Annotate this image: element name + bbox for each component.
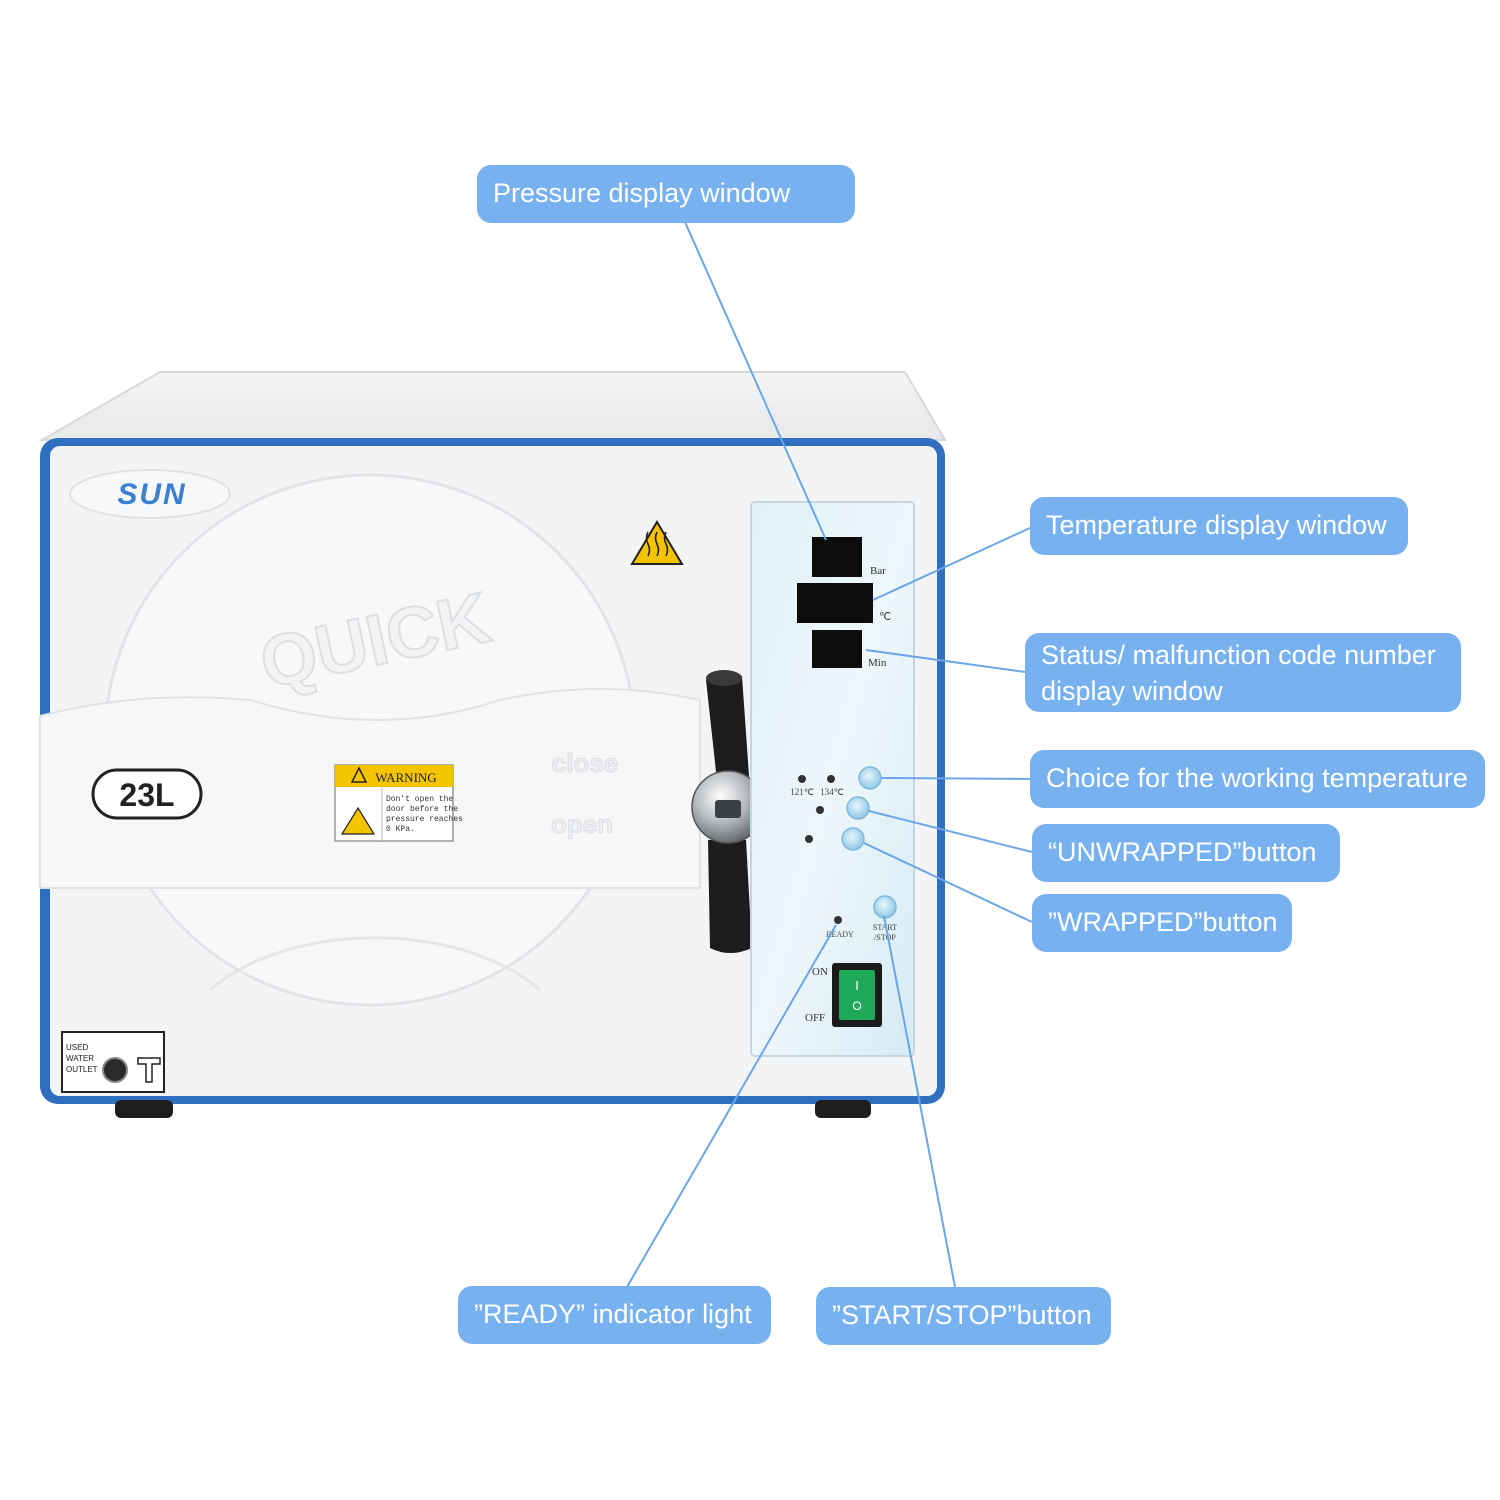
brand-logo: SUN [117, 478, 186, 511]
temperature-choice-button[interactable] [858, 766, 882, 790]
cabinet-top [38, 371, 947, 441]
door-lid-lower-arc [209, 936, 541, 992]
warning-line-1: Don't open the [386, 795, 453, 804]
wrapped-button[interactable] [841, 827, 865, 851]
unit-bar: Bar [870, 565, 886, 577]
temperature-display [797, 583, 873, 623]
switch-off-symbol: O [852, 999, 861, 1013]
door-close-label: close [552, 748, 619, 778]
temp-134-label: 134℃ [820, 787, 844, 797]
leader-lines [626, 221, 1033, 1288]
leader-startstop [883, 915, 956, 1288]
brand-oval [69, 469, 231, 519]
start-stop-button[interactable] [873, 895, 897, 919]
door-handle[interactable] [691, 670, 765, 953]
power-switch[interactable] [839, 970, 875, 1020]
outlet-line-3: OUTLET [66, 1065, 98, 1074]
leader-choice [880, 777, 1031, 780]
callout-status-display: Status/ malfunction code number display … [1025, 633, 1461, 712]
door-open-label: open [551, 809, 613, 839]
foot-right [815, 1100, 871, 1118]
status-display [812, 630, 862, 668]
leader-temperature [872, 527, 1031, 601]
capacity-label: 23L [119, 777, 174, 813]
callout-ready-light: ”READY” indicator light [458, 1286, 771, 1344]
outlet-line-2: WATER [66, 1054, 94, 1063]
warning-line-2: door before the [386, 805, 458, 814]
on-label: ON [812, 966, 828, 978]
callout-unwrapped-button: “UNWRAPPED”button [1032, 824, 1340, 882]
ready-label: READY [826, 930, 854, 939]
water-outlet-label: USED WATER OUTLET [61, 1031, 165, 1093]
hot-surface-icon [630, 520, 684, 565]
pressure-display [812, 537, 862, 577]
unwrapped-button[interactable] [846, 796, 870, 820]
callout-wrapped-button: ”WRAPPED”button [1032, 894, 1292, 952]
leader-unwrapped [868, 810, 1033, 853]
outlet-arrow-icon [137, 1057, 161, 1083]
unit-temp: ℃ [879, 611, 891, 623]
indicator-134 [827, 775, 835, 783]
temp-121-label: 121℃ [790, 787, 814, 797]
capacity-badge [91, 768, 203, 820]
indicator-121 [798, 775, 806, 783]
indicator-wrapped [805, 835, 813, 843]
start-label-1: START [873, 923, 897, 932]
off-label: OFF [805, 1012, 825, 1024]
callout-temperature-display: Temperature display window [1030, 497, 1408, 555]
outlet-line-1: USED [66, 1043, 88, 1052]
warning-title: WARNING [375, 770, 436, 785]
warning-line-4: 0 KPa. [386, 825, 415, 834]
leader-wrapped [863, 842, 1033, 923]
leader-pressure [684, 221, 827, 541]
warning-line-3: pressure reaches [386, 815, 463, 824]
warning-label: WARNING Don't open the door before the p… [334, 764, 463, 842]
leader-ready [626, 924, 837, 1288]
switch-on-symbol: I [855, 978, 859, 993]
unit-min: Min [868, 657, 887, 669]
ready-indicator-light [834, 916, 842, 924]
callout-pressure-display: Pressure display window [477, 165, 855, 223]
water-outlet-port[interactable] [102, 1057, 128, 1083]
start-label-2: /STOP [874, 933, 896, 942]
indicator-unwrapped [816, 806, 824, 814]
callout-temperature-choice: Choice for the working temperature [1030, 750, 1485, 808]
callout-start-stop-button: ”START/STOP”button [816, 1287, 1111, 1345]
leader-status [865, 649, 1026, 673]
foot-left [115, 1100, 173, 1118]
